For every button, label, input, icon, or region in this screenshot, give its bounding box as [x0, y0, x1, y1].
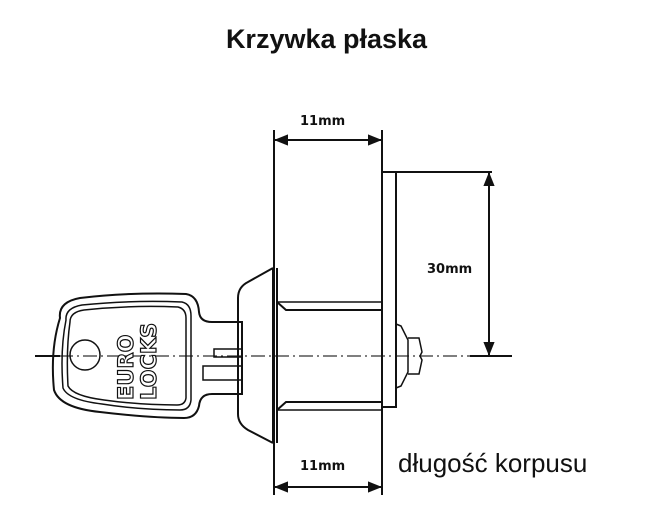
key-brand-euro: EURO — [114, 335, 138, 400]
dimension-top-label: 11mm — [300, 114, 346, 129]
diagram-title: Krzywka płaska — [225, 24, 428, 54]
cam-screw — [395, 323, 423, 389]
key-icon — [51, 292, 243, 420]
lock-body — [273, 130, 383, 495]
body-length-caption: długość korpusu — [398, 448, 588, 478]
dimension-bottom-label: 11mm — [300, 459, 346, 474]
dimension-height-label: 30mm — [427, 262, 473, 277]
flat-cam — [381, 171, 492, 408]
key-brand-locks: LOCKS — [137, 323, 161, 400]
